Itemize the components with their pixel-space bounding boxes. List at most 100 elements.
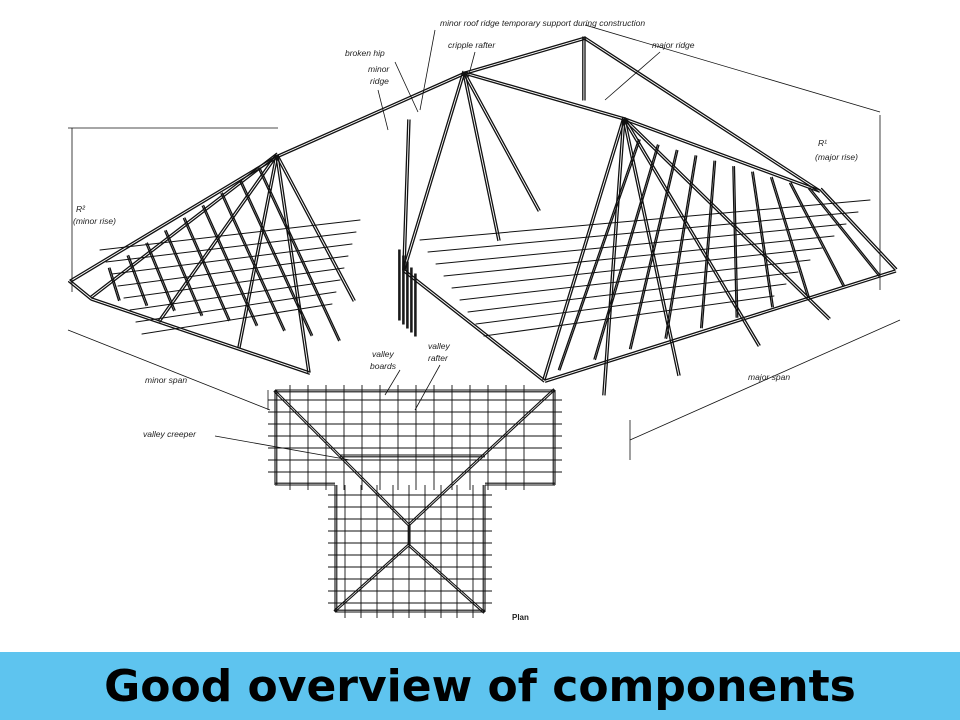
ceiling-joist-left [111, 243, 353, 275]
hip-left-5 [277, 154, 356, 301]
common-rafter-right [699, 160, 715, 329]
roof-framing-diagram: minor roof ridge temporary support durin… [67, 18, 901, 622]
common-rafter-left [184, 217, 231, 321]
ceiling-joist-left [99, 219, 361, 251]
common-rafter-right [666, 155, 698, 339]
label-broken-hip: broken hip [345, 48, 385, 58]
eave-corner-left [69, 279, 93, 299]
ceiling-joist-right [483, 295, 775, 337]
hip-right-2 [602, 117, 624, 396]
caption-title: Good overview of components [104, 660, 856, 712]
minor-ridge-leader [377, 89, 389, 131]
valley-rafter-leader [414, 364, 441, 411]
plan-hip-tr [484, 389, 556, 456]
eave-right-front [545, 271, 897, 383]
label-valley-boards-line2: boards [370, 361, 397, 371]
ceiling-joist-left [129, 279, 341, 311]
common-rafter-left [126, 255, 147, 307]
plan-hip-tl [273, 390, 340, 457]
ceiling-joist-right [475, 283, 787, 325]
eave-valley-front [402, 271, 545, 383]
common-rafter-left [257, 168, 340, 342]
plan-hip-tl [274, 389, 341, 456]
common-rafter-left [220, 193, 285, 332]
common-rafter-right [559, 139, 641, 371]
common-rafter-right [790, 182, 846, 287]
major-ridge-beam [464, 71, 626, 119]
hip-right-3 [622, 117, 679, 377]
upper-ridge-beam [464, 36, 586, 73]
common-rafter-right [630, 150, 679, 350]
eave-valley-front [404, 269, 546, 381]
common-rafter-right [751, 171, 773, 308]
broken-hip-rafter [402, 70, 464, 271]
common-rafter-left [109, 267, 121, 301]
caption-bar: Good overview of components [0, 652, 960, 720]
ceiling-joist-left [105, 231, 357, 263]
cripple-rafter-2 [464, 71, 501, 241]
eave-right-end [819, 189, 896, 271]
ceiling-joist-left [123, 267, 345, 299]
common-rafter-right [789, 182, 844, 287]
label-minor-ridge-line2: ridge [370, 76, 389, 86]
eave-right-end [820, 187, 898, 270]
common-rafter-right [771, 176, 810, 297]
plan-hip-br [409, 544, 486, 613]
common-rafter-right [808, 188, 880, 277]
ceiling-joist-right [435, 223, 847, 265]
eave-left-front [91, 297, 311, 373]
hip-right-2 [604, 117, 626, 396]
ceiling-joist-right [459, 259, 811, 301]
common-rafter-right [701, 160, 717, 329]
plan-valley-right [408, 453, 485, 525]
label-minor-rise: (minor rise) [73, 216, 116, 226]
common-rafter-left [128, 254, 149, 306]
label-plan: Plan [512, 613, 529, 622]
eave-right-front [544, 269, 896, 381]
hip-right-5 [624, 117, 831, 319]
common-rafter-left [146, 242, 176, 311]
label-major-rise-symbol: R¹ [818, 138, 827, 148]
plan-view [268, 385, 562, 618]
cripple-rafter-1 [462, 72, 539, 212]
ceiling-joist-left [135, 291, 337, 323]
label-valley-rafter-line1: valley [428, 341, 450, 351]
common-rafter-right [628, 149, 677, 350]
minor-ridge-beam [278, 73, 467, 158]
label-minor-span: minor span [145, 375, 187, 385]
minor-span-dimension [67, 329, 271, 411]
common-rafter-left [203, 204, 259, 326]
common-rafter-left [259, 167, 341, 341]
common-rafter-right [733, 166, 739, 318]
common-rafter-left [164, 230, 202, 317]
eave-left-upper [69, 154, 279, 281]
major-ridge-end [623, 119, 820, 193]
hip-left-3 [237, 153, 277, 349]
common-rafter-left [145, 242, 175, 312]
label-valley-boards-line1: valley [372, 349, 394, 359]
common-rafter-left [182, 217, 230, 322]
common-rafter-right [664, 155, 696, 339]
common-rafter-left [239, 180, 312, 337]
minor-ridge-support-leader [419, 29, 436, 111]
dimension-lines [67, 24, 901, 461]
plan-hip-bl [333, 543, 410, 612]
label-major-rise: (major rise) [815, 152, 858, 162]
ceiling-joist-left [141, 303, 333, 335]
label-minor-ridge-support: minor roof ridge temporary support durin… [440, 18, 645, 28]
common-rafter-left [221, 192, 286, 331]
plan-hip-bl [334, 544, 411, 613]
label-minor-rise-symbol: R² [76, 204, 86, 214]
hip-right-1 [542, 116, 624, 381]
major-ridge-beam [463, 73, 626, 121]
ceiling-joist-right [419, 199, 871, 241]
broken-hip-leader [394, 61, 419, 113]
plan-valley-right [409, 454, 486, 526]
plan-valley-left [339, 454, 411, 526]
ceiling-joist-right [451, 247, 823, 289]
plan-valley-left [338, 455, 410, 527]
hip-left-3 [239, 154, 279, 349]
common-rafter-left [107, 267, 120, 302]
major-ridge-right [584, 36, 821, 191]
eave-left-front [90, 299, 310, 375]
